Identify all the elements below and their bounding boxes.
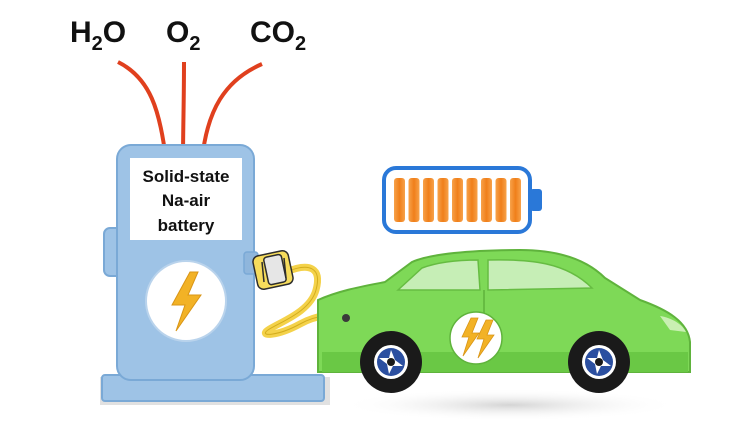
station-line-2: Na-air	[162, 191, 211, 210]
battery-cell	[452, 178, 463, 222]
battery-cell	[394, 178, 405, 222]
double-lightning-bolt-icon	[461, 317, 495, 359]
battery-icon	[382, 166, 542, 234]
battery-cell	[423, 178, 434, 222]
battery-cell	[495, 178, 507, 222]
car-window-rear	[396, 259, 481, 291]
car-charge-port	[342, 314, 350, 322]
battery-terminal	[530, 189, 542, 211]
gas-label-water: H2O	[70, 16, 126, 55]
wheel-icon	[360, 331, 422, 393]
gas-label-oxygen: O2	[166, 16, 200, 55]
station-line-1: Solid-state	[143, 167, 230, 186]
car-window-front	[487, 259, 594, 291]
station-display	[130, 158, 242, 240]
car-shadow	[340, 389, 680, 421]
electric-car	[317, 248, 691, 421]
battery-cell	[437, 178, 449, 222]
station-line-3: battery	[158, 216, 215, 235]
gas-label-carbon-dioxide: CO2	[250, 16, 306, 55]
battery-cells	[394, 178, 521, 222]
battery-cell	[510, 178, 521, 222]
battery-cell	[408, 178, 420, 222]
wheel-icon	[568, 331, 630, 393]
charging-plug-icon	[252, 249, 350, 338]
charging-station: Solid-state Na-air battery	[100, 144, 330, 405]
battery-cell	[466, 178, 478, 222]
car-headlight	[660, 316, 686, 332]
battery-cell	[481, 178, 492, 222]
lightning-bolt-icon	[171, 271, 202, 332]
